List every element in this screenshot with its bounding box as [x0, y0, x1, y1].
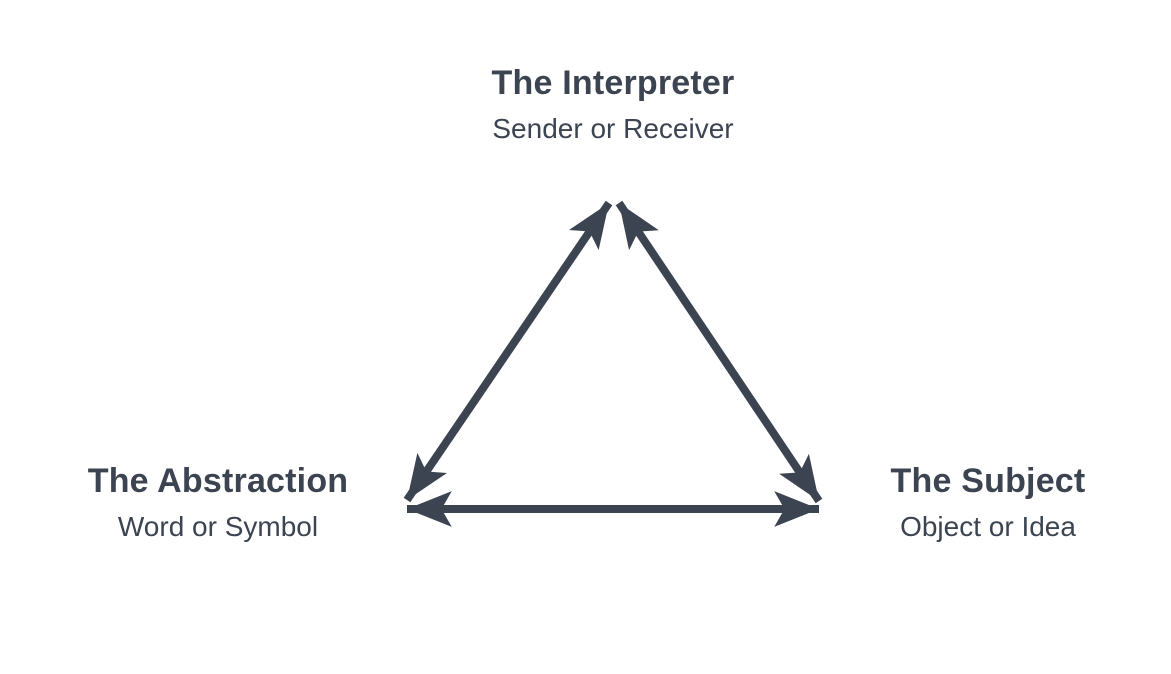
node-subject-subtitle: Object or Idea	[900, 510, 1076, 542]
node-interpreter: The Interpreter Sender or Receiver	[492, 62, 735, 147]
edge-interpreter-abstraction	[403, 200, 613, 503]
edge-interpreter-subject	[615, 200, 823, 504]
node-abstraction: The Abstraction Word or Symbol	[88, 460, 349, 545]
node-subject-title: The Subject	[890, 462, 1086, 500]
node-abstraction-subtitle: Word or Symbol	[117, 510, 319, 542]
node-interpreter-title: The Interpreter	[491, 64, 735, 102]
node-abstraction-title: The Abstraction	[87, 462, 349, 500]
node-subject: The Subject Object or Idea	[891, 460, 1086, 545]
node-interpreter-subtitle: Sender or Receiver	[492, 112, 734, 144]
